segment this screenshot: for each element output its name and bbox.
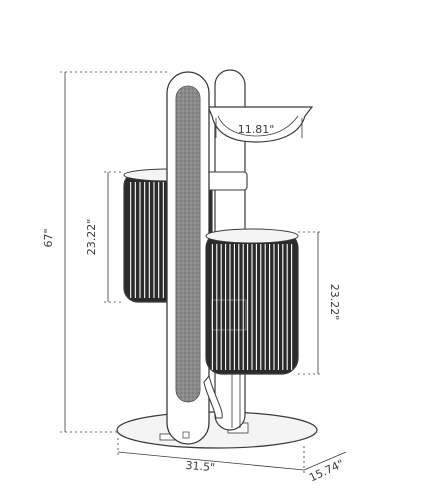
lower-basket [205, 228, 299, 375]
total-height-label: 67" [42, 228, 55, 247]
small-shelf [204, 171, 248, 191]
bowl-platform [207, 106, 314, 143]
lower-basket-height-label: 23.22" [328, 284, 341, 321]
bowl-diameter-label: 11.81" [238, 123, 275, 136]
base-depth-label: 15.74" [307, 457, 346, 484]
base-width-label: 31.5" [185, 459, 216, 475]
dimension-lines [60, 71, 347, 474]
front-scratching-post [166, 71, 210, 445]
support-bracket [203, 374, 223, 419]
upper-basket-height-label: 23.22" [85, 219, 98, 256]
